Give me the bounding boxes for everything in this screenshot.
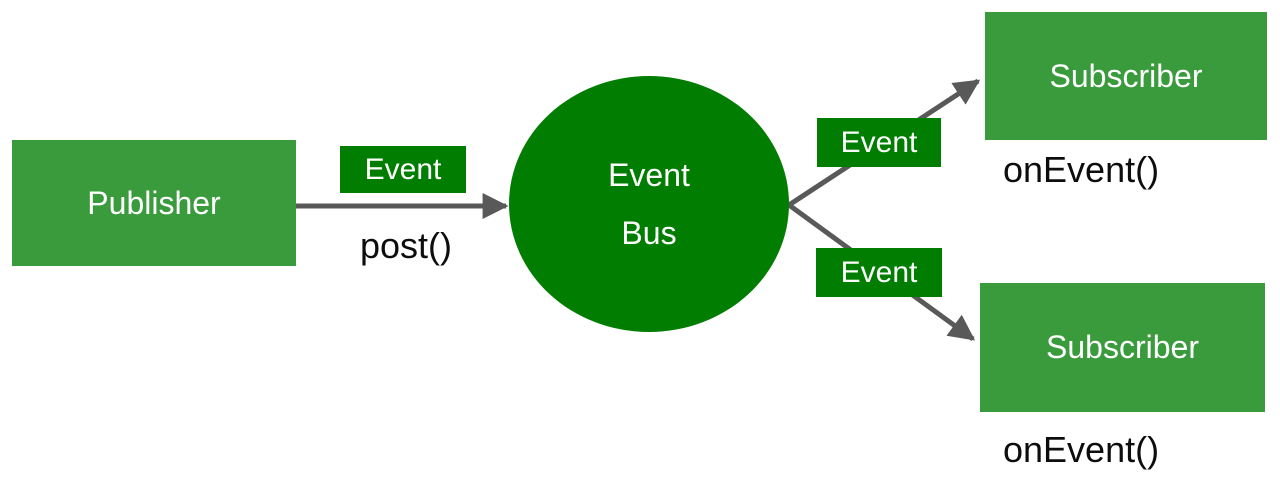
event-label-top: Event [817,118,941,167]
event-label-bottom-text: Event [840,255,918,289]
event-label-post-text: Event [364,152,442,186]
event-bus-label-line1: Event [608,157,690,193]
event-label-top-text: Event [840,125,918,159]
publisher-node: Publisher [12,140,296,266]
event-label-bottom: Event [816,248,942,297]
subscriber-top-label: Subscriber [1049,57,1203,94]
post-method-label: post() [359,225,453,266]
subscriber-bottom-handler-label: onEvent() [1003,429,1160,470]
subscriber-bottom-label: Subscriber [1046,329,1199,365]
publisher-label: Publisher [87,184,221,221]
subscriber-top-handler-label: onEvent() [1003,149,1160,190]
event-label-post: Event [340,146,466,193]
subscriber-bottom-node: Subscriber [980,283,1265,412]
event-bus-node: Event Bus [509,76,789,332]
event-bus-label-line2: Bus [621,215,677,251]
subscriber-top-node: Subscriber [985,12,1267,140]
